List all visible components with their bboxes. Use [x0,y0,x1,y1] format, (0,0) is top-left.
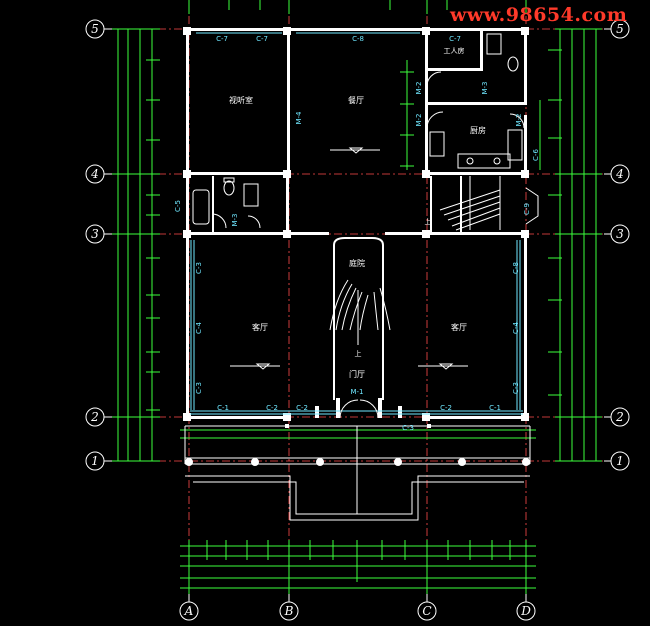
grid-label-5-right: 5 [616,22,624,36]
fixtures [192,33,539,370]
tag-c1-right: C-1 [489,404,501,412]
tag-m2a: M-2 [415,81,423,94]
tag-c3-left-top: C-3 [195,262,203,274]
grid-label-4-right: 4 [615,167,624,181]
grid-bubble-D [516,601,536,621]
grid-label-5-left: 5 [91,22,99,36]
grid-bubble-2-right [610,407,630,427]
grid-bubble-4-right [610,164,630,184]
room-label-servant: 工人房 [444,46,465,55]
terrace-columns [185,458,530,466]
stair-up-main-label: 上 [355,349,362,358]
tag-c7b: C-7 [256,35,268,43]
grid-label-2-left: 2 [90,410,99,424]
room-label-dining: 餐厅 [348,96,364,105]
grid-bubble-5-right [610,19,630,39]
dimension-lines-right [548,28,602,462]
tag-m2c: M-2 [515,113,523,126]
tag-c5: C-5 [174,200,182,212]
grid-bubble-2-left [85,407,105,427]
grid-label-4-left: 4 [90,167,99,181]
tag-c2-left-a: C-2 [266,404,278,412]
grid-bubble-C [417,601,437,621]
grid-bubble-A [179,601,199,621]
grid-label-D: D [520,604,531,618]
grid-bubbles: 5 4 3 2 1 5 4 3 2 1 A B C D [85,19,630,621]
tag-c3-front: C-3 [402,424,414,432]
dimension-lines-top [188,0,541,170]
tag-c3-right-bot: C-3 [512,382,520,394]
grid-label-2-right: 2 [615,410,624,424]
tag-m2b: M-2 [415,113,423,126]
grid-label-3-left: 3 [91,227,99,241]
tag-c3-left-bot: C-3 [195,382,203,394]
tag-c8-top: C-8 [352,35,364,43]
front-terrace [184,424,531,521]
tag-m3b: M-3 [231,213,239,226]
grid-bubble-1-left [85,451,105,471]
room-label-study: 视听室 [229,95,253,105]
tag-c4-left: C-4 [195,322,203,334]
walls [183,27,529,421]
grid-label-1-right: 1 [616,454,624,468]
grid-label-3-right: 3 [616,227,624,241]
opening-tags: C-7 C-7 C-8 C-7 M-2 M-3 M-2 M-2 M-4 C-6 … [174,35,540,432]
tag-m1: M-1 [350,388,363,396]
dimension-lines-bottom [180,429,536,594]
grid-bubble-4-left [85,164,105,184]
grid-label-1-left: 1 [91,454,99,468]
room-label-living-left: 客厅 [252,322,268,332]
tag-c7a: C-7 [216,35,228,43]
tag-m3a: M-3 [481,81,489,94]
room-labels: 视听室 餐厅 工人房 厨房 庭院 客厅 客厅 门厅 上 上 [229,46,486,379]
room-label-living-right: 客厅 [451,322,467,332]
room-label-kitchen: 厨房 [470,125,486,135]
watermark: www.98654.com [450,4,628,26]
room-label-foyer: 门厅 [349,369,365,379]
room-label-courtyard: 庭院 [349,258,365,268]
grid-bubble-B [279,601,299,621]
grid-label-B: B [284,604,294,618]
tag-c9: C-9 [523,203,531,215]
tag-c4-right: C-4 [512,322,520,334]
tag-m4: M-4 [295,111,303,125]
tag-c6: C-6 [532,149,540,161]
grid-label-A: A [184,604,194,618]
stair-up-side-label: 上 [425,217,432,226]
dimension-lines-left [112,28,160,462]
tag-c1-left: C-1 [217,404,229,412]
tag-c2-right: C-2 [440,404,452,412]
openings [190,32,525,419]
tag-c8-right-top: C-8 [512,262,520,274]
grid-bubble-1-right [610,451,630,471]
grid-bubble-5-left [85,19,105,39]
tag-c7-servant: C-7 [449,35,461,43]
grid-label-C: C [422,604,431,618]
grid-bubble-3-left [85,224,105,244]
grid-bubble-3-right [610,224,630,244]
tag-c2-left-b: C-2 [296,404,308,412]
